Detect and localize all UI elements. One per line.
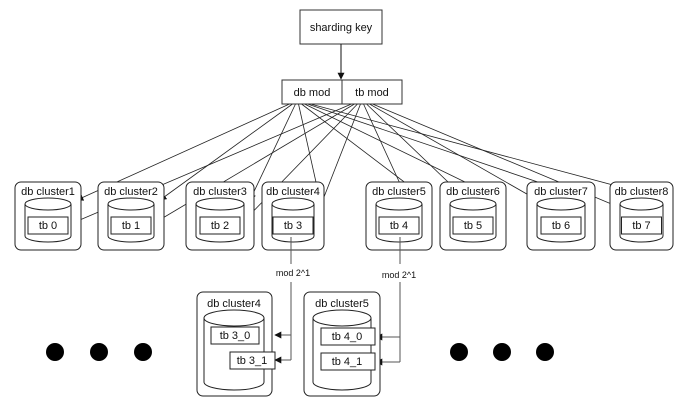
database-cylinder-icon <box>312 309 372 391</box>
database-cylinder-icon <box>203 309 265 391</box>
db-cluster-5: db cluster5 tb 4 <box>365 181 433 251</box>
table-label: tb 7 <box>632 220 650 232</box>
table-label: tb 4 <box>390 220 408 232</box>
split-links: mod 2^1 mod 2^1 <box>274 237 416 366</box>
sharding-key-label: sharding key <box>310 22 373 34</box>
db-cluster-1: db cluster1 tb 0 <box>14 181 82 251</box>
cluster-title: db cluster5 <box>372 186 426 198</box>
cluster-title: db cluster8 <box>615 186 669 198</box>
cluster-title: db cluster4 <box>266 186 320 198</box>
ellipsis-left <box>46 343 152 361</box>
table-box <box>540 216 582 235</box>
db-cluster-4: db cluster4 tb 3 <box>261 181 325 251</box>
split-label-left: mod 2^1 <box>276 268 310 278</box>
table-box <box>27 216 69 235</box>
table-box <box>320 352 376 371</box>
sharding-key-node: sharding key <box>299 9 383 45</box>
split-label-right: mod 2^1 <box>382 270 416 280</box>
expanded-cluster-4: db cluster4 tb 3_0 tb 3_1 <box>196 291 276 397</box>
expanded-cluster-5: db cluster5 tb 4_0 tb 4_1 <box>303 291 381 397</box>
table-box <box>320 327 376 346</box>
db-cluster-2: db cluster2 tb 1 <box>97 181 165 251</box>
db-cluster-7: db cluster7 tb 6 <box>526 181 596 251</box>
table-box <box>452 216 494 235</box>
db-mod-arrow <box>159 103 293 201</box>
ellipsis-right <box>450 343 554 361</box>
table-label: tb 6 <box>552 220 570 232</box>
table-label: tb 3_0 <box>220 330 251 342</box>
tb-mod-arrow <box>150 103 355 226</box>
table-box <box>199 216 241 235</box>
db-cluster-8: db cluster8 tb 7 <box>609 181 674 251</box>
cluster-title: db cluster7 <box>534 186 588 198</box>
table-label: tb 1 <box>122 220 140 232</box>
table-box <box>210 326 260 345</box>
table-label: tb 4_0 <box>332 331 363 343</box>
db-mod-arrow <box>249 103 296 201</box>
table-label: tb 0 <box>39 220 57 232</box>
cluster-title: db cluster6 <box>446 186 500 198</box>
mod-box: db mod tb mod <box>281 79 403 105</box>
db-cluster-3: db cluster3 tb 2 <box>185 181 255 251</box>
table-label: tb 3 <box>284 220 302 232</box>
db-mod-label: db mod <box>294 87 331 99</box>
cluster-title: db cluster2 <box>104 186 158 198</box>
db-mod-arrow <box>310 103 670 202</box>
tb-mod-arrow <box>239 103 358 226</box>
table-label: tb 5 <box>464 220 482 232</box>
expanded-cluster-title: db cluster4 <box>207 298 261 310</box>
table-label: tb 2 <box>211 220 229 232</box>
table-label: tb 4_1 <box>332 356 363 368</box>
cluster-title: db cluster3 <box>193 186 247 198</box>
tb-mod-label: tb mod <box>355 87 389 99</box>
cluster-title: db cluster1 <box>21 186 75 198</box>
db-cluster-6: db cluster6 tb 5 <box>439 181 507 251</box>
expanded-cluster-title: db cluster5 <box>315 298 369 310</box>
table-box <box>378 216 420 235</box>
table-box <box>621 216 662 235</box>
table-box <box>272 216 314 235</box>
table-label: tb 3_1 <box>237 355 268 367</box>
table-box <box>229 351 276 370</box>
table-box <box>110 216 152 235</box>
tb-mod-cell <box>341 79 403 105</box>
